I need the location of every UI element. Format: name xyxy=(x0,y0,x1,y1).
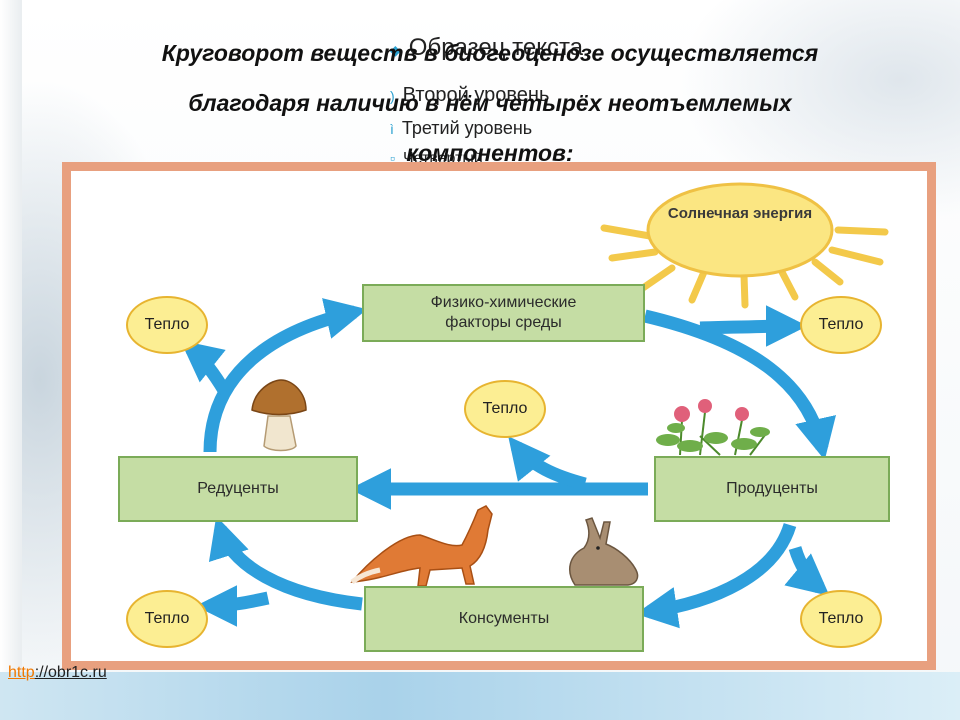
slide-bottom-band xyxy=(0,672,960,720)
arrow-to-heat-top-left xyxy=(180,340,231,396)
heat-bubble: Тепло xyxy=(800,296,882,354)
factors-label: Физико-химические факторы среды xyxy=(430,294,577,331)
sun-icon xyxy=(600,182,889,309)
producers-box: Продуценты xyxy=(654,456,890,522)
decomposers-label: Редуценты xyxy=(197,480,279,497)
arrow-to-heat-bottom-left xyxy=(195,585,270,627)
title-line-3: компонентов: xyxy=(406,140,574,166)
arrow-reducers-to-factors xyxy=(203,298,368,453)
consumers-label: Консументы xyxy=(458,610,550,627)
plant-icon xyxy=(656,399,770,456)
bullet-icon: ) xyxy=(390,88,395,104)
slide-title: Круговорот веществ в биогеоценозе осущес… xyxy=(60,28,920,178)
slide-left-edge xyxy=(0,0,22,720)
arrow-producers-to-consumers xyxy=(635,522,797,629)
producers-label: Продуценты xyxy=(726,480,818,497)
decomposers-box: Редуценты xyxy=(118,456,358,522)
rabbit-icon xyxy=(569,517,639,586)
arrow-to-heat-bottom-right xyxy=(784,546,830,596)
arrow-consumers-to-reducers xyxy=(208,516,363,611)
mushroom-icon xyxy=(251,379,307,452)
bullet-icon: ◆ xyxy=(390,42,401,58)
heat-bubble: Тепло xyxy=(800,590,882,648)
arrow-to-heat-center xyxy=(508,436,587,491)
heat-bubble: Тепло xyxy=(126,590,208,648)
arrow-to-heat-top-right xyxy=(699,305,808,347)
bullet-icon: ▫ xyxy=(390,150,395,166)
consumers-box: Консументы xyxy=(364,586,644,652)
title-line-1: Круговорот веществ в биогеоценозе осущес… xyxy=(161,40,819,66)
fox-icon xyxy=(350,505,493,587)
title-line-2: благодаря наличию в нём четырёх неотъемл… xyxy=(188,90,792,116)
placeholder-level-2: )Второй уровень xyxy=(390,84,550,106)
placeholder-level-1: ◆Образец текста xyxy=(390,34,584,61)
heat-bubble: Тепло xyxy=(126,296,208,354)
bullet-icon: ì xyxy=(390,121,394,137)
heat-bubble: Тепло xyxy=(464,380,546,438)
arrow-factors-to-producers xyxy=(643,309,836,461)
source-link[interactable]: http://obr1c.ru xyxy=(8,664,107,681)
sun-label: Солнечная энергия xyxy=(667,205,813,222)
factors-box: Физико-химические факторы среды xyxy=(362,284,645,342)
